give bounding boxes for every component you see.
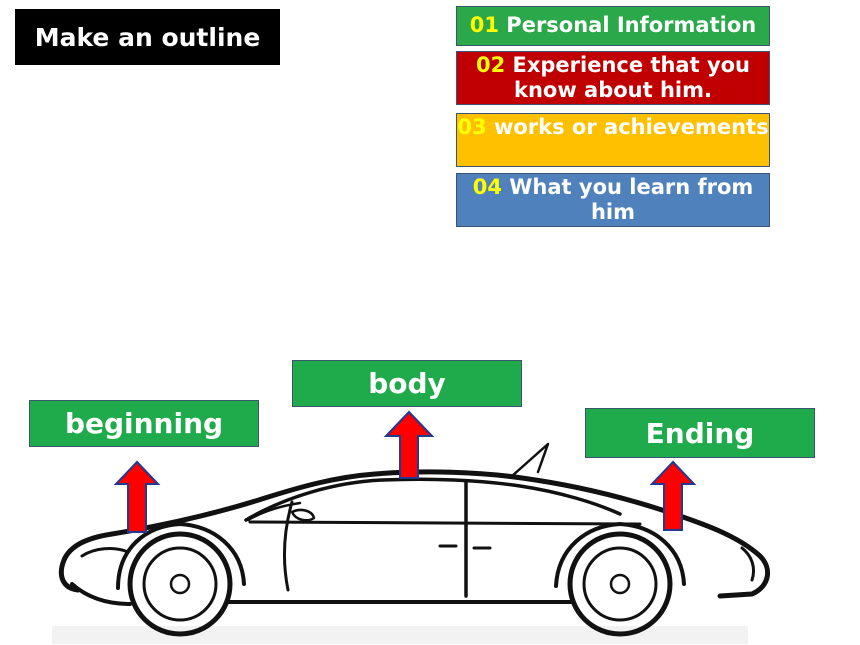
outline-text-3: works or achievements [486,115,769,139]
outline-text-4: What you learn from him [501,175,754,224]
ground-shadow [52,626,748,644]
up-arrow-body [383,410,435,479]
label-beginning: beginning [29,400,259,447]
up-arrow-beginning [113,460,161,533]
car-outline-icon [58,442,770,637]
outline-number-3: 03 [457,115,487,139]
outline-text-1: Personal Information [499,13,757,37]
page-title: Make an outline [15,9,280,65]
label-body: body [292,360,522,407]
label-ending: Ending [585,408,815,458]
outline-item-3: 03 works or achievements [456,113,770,167]
outline-text-2: Experience that you know about him. [505,53,751,102]
outline-item-1: 01 Personal Information [456,6,770,46]
outline-number-4: 04 [472,175,502,199]
up-arrow-ending [649,460,697,531]
outline-number-2: 02 [475,53,506,77]
outline-item-2: 02 Experience that you know about him. [456,51,770,105]
outline-number-1: 01 [469,13,499,37]
outline-item-4: 04 What you learn from him [456,173,770,227]
